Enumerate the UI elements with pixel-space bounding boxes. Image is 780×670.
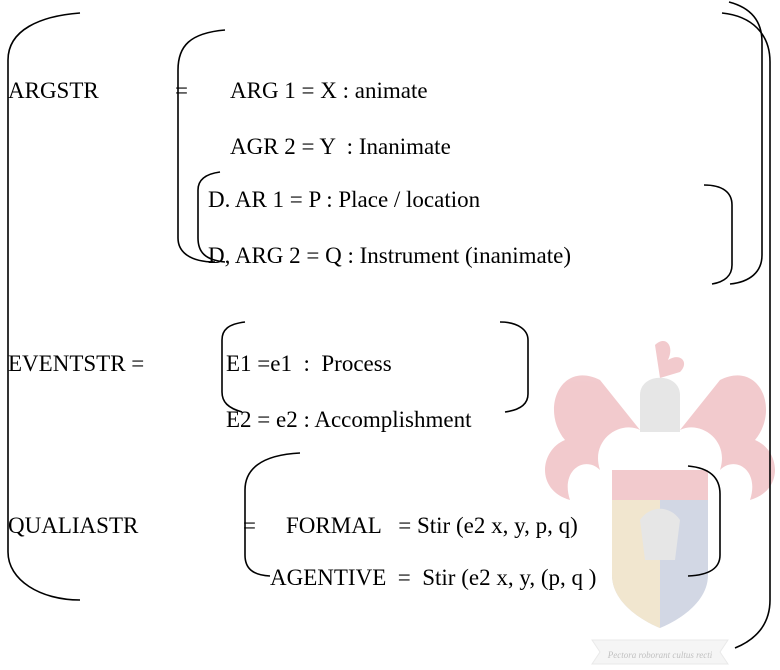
eventstr-right-bracket [499,321,529,413]
argstr-row-2: AGR 2 = Y : Inanimate [230,134,451,159]
crest-motto-scroll [591,639,729,665]
argstr-equals: = [175,78,188,103]
argstr-d-left-bracket [197,171,226,263]
qualiastr-right-bracket [687,465,721,577]
eventstr-row-1: E1 =e1 : Process [226,351,392,376]
qualiastr-row-1: FORMAL = Stir (e2 x, y, p, q) [286,513,578,538]
argstr-row-4: D, ARG 2 = Q : Instrument (inanimate) [208,243,572,268]
eventstr-row-2: E2 = e2 : Accomplishment [226,407,472,432]
qualiastr-label: QUALIASTR [8,513,139,538]
argstr-left-bracket [177,29,226,185]
argstr-d-left-outer [177,185,216,263]
crest-helmet [640,377,680,418]
qualiastr-row-2: AGENTIVE = Stir (e2 x, y, (p, q ) [270,565,597,590]
crest-plume [655,340,685,378]
crest-mantling-left [545,375,640,500]
argstr-row-1: ARG 1 = X : animate [230,78,428,103]
crest-mantling-right [680,375,775,500]
crest-motto: Pectora roborant cultus recti [607,650,713,660]
eventstr-label: EVENTSTR = [8,351,145,376]
argstr-row-3: D. AR 1 = P : Place / location [208,187,481,212]
argstr-right-bracket [728,1,763,285]
outer-right-bracket [721,12,771,649]
argstr-label: ARGSTR [8,78,99,103]
eventstr-left-bracket [221,321,246,413]
outer-left-bracket [7,12,81,601]
qualiastr-equals: = [243,513,256,538]
qualiastr-left-bracket [244,452,301,577]
argstr-d-right-bracket [703,184,733,285]
